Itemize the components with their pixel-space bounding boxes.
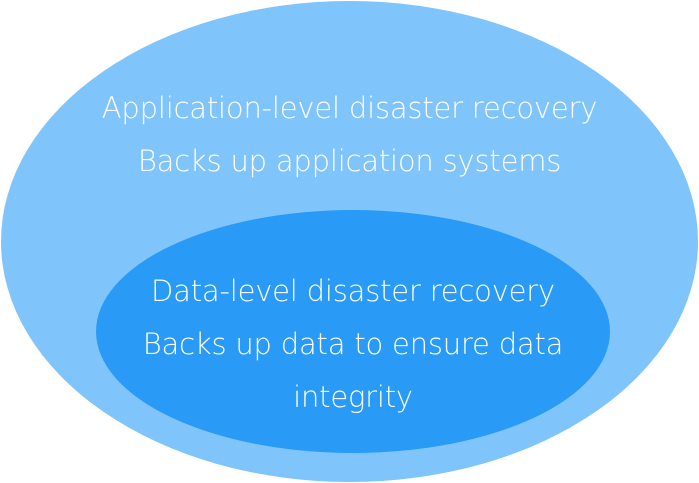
data-level-ellipse — [96, 210, 610, 453]
application-level-description: Backs up application systems — [137, 144, 562, 178]
data-level-label: Data-level disaster recovery Backs up da… — [96, 265, 610, 424]
application-level-title: Application-level disaster recovery — [101, 91, 598, 125]
application-level-label: Application-level disaster recovery Back… — [0, 82, 699, 188]
data-level-title: Data-level disaster recovery — [151, 274, 555, 308]
data-level-description: Backs up data to ensure data integrity — [142, 327, 564, 414]
